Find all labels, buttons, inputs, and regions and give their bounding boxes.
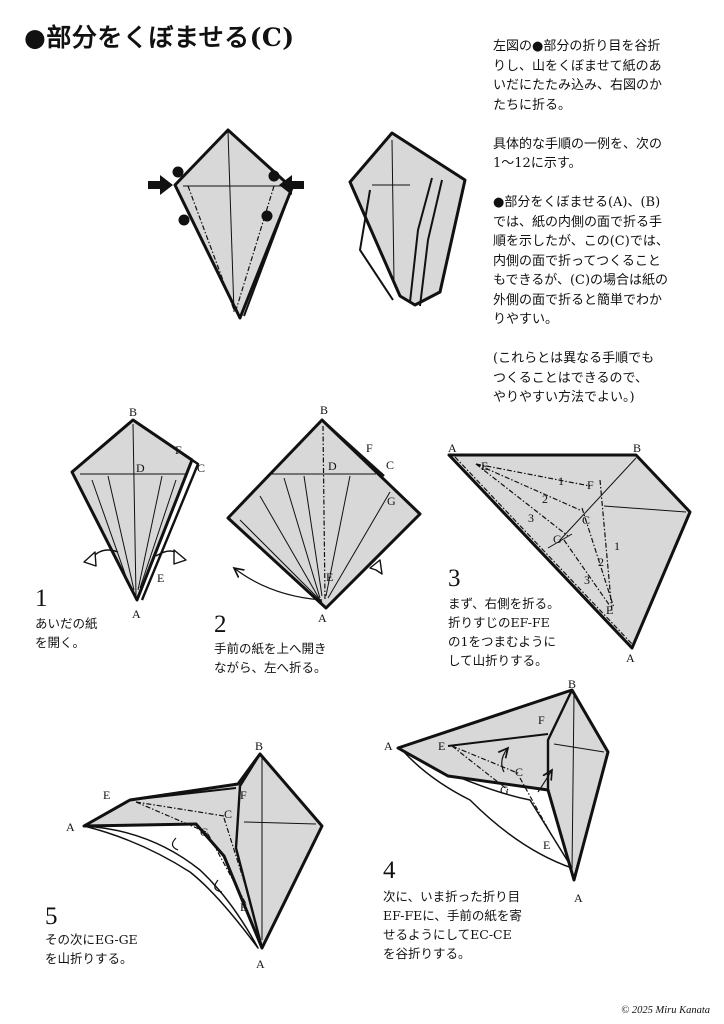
caption-line: して山折りする。 xyxy=(448,653,548,668)
label-c: C xyxy=(386,458,394,472)
intro-line: (これらとは異なる手順でも xyxy=(493,351,655,366)
caption-line: あいだの紙 xyxy=(35,616,98,631)
intro-line: 順を示したが、この(C)では、 xyxy=(493,234,669,249)
fold-number: 1 xyxy=(614,539,620,553)
label-c: C xyxy=(515,765,523,779)
caption-line: まず、右側を折る。 xyxy=(448,596,560,611)
label-d: D xyxy=(328,459,337,473)
intro-text: 左図の●部分の折り目を谷折りし、山をくぼませて紙のあいだにたたみ込み、右図のかた… xyxy=(493,37,669,408)
copyright: © 2025 Miru Kanata xyxy=(621,1005,710,1016)
step-caption: まず、右側を折る。折りすじのEF-FE の1をつまむようにして山折りする。 xyxy=(448,594,560,670)
step-number: 4 xyxy=(383,857,396,884)
fold-number: 2 xyxy=(598,555,604,569)
step-caption: 手前の紙を上へ開きながら、左へ折る。 xyxy=(214,639,327,677)
intro-line: いだにたたみ込み、右図のか xyxy=(493,78,663,93)
figure-step-2 xyxy=(226,418,422,610)
caption-line: を山折りする。 xyxy=(45,951,133,966)
label-e: E xyxy=(438,739,445,753)
intro-line: 内側の面で折ってつくること xyxy=(493,253,661,269)
label-f: F xyxy=(587,478,594,492)
intro-line: りやすい。 xyxy=(493,312,559,327)
label-e: E xyxy=(326,570,333,584)
label-a: A xyxy=(574,891,583,905)
label-b: B xyxy=(568,677,576,691)
caption-line: 次に、いま折った折り目 xyxy=(383,889,521,904)
label-e: E xyxy=(157,571,164,585)
label-c: C xyxy=(224,807,232,821)
fold-number: 3 xyxy=(528,511,534,525)
label-g: G xyxy=(387,494,396,508)
step-number: 1 xyxy=(35,585,48,612)
step-number: 2 xyxy=(214,611,227,638)
caption-line: ながら、左へ折る。 xyxy=(214,660,327,675)
label-e: E xyxy=(606,603,613,617)
caption-line: その次にEG-GE xyxy=(45,932,138,947)
caption-line: の1をつまむように xyxy=(448,634,556,649)
label-a: A xyxy=(132,607,141,621)
intro-line: つくることはできるので、 xyxy=(493,370,648,386)
intro-line: ●部分をくぼませる(A)、(B) xyxy=(493,195,661,210)
figure-step-5 xyxy=(82,752,324,950)
step-number: 5 xyxy=(45,903,58,930)
label-c: C xyxy=(582,513,590,527)
label-e: E xyxy=(481,459,488,473)
label-g: G xyxy=(500,783,509,797)
fold-number: 2 xyxy=(542,492,548,506)
figure-result xyxy=(348,131,467,307)
label-a: A xyxy=(256,957,265,971)
step-number: 3 xyxy=(448,565,461,592)
caption-line: 手前の紙を上へ開き xyxy=(214,641,327,656)
label-c: C xyxy=(197,461,205,475)
label-e: E xyxy=(543,838,550,852)
label-a: A xyxy=(66,820,75,834)
intro-line: 左図の●部分の折り目を谷折 xyxy=(493,39,661,54)
intro-line: りし、山をくぼませて紙のあ xyxy=(493,58,662,74)
intro-line: 外側の面で折ると簡単でわか xyxy=(493,292,663,308)
label-b: B xyxy=(633,441,641,455)
label-a: A xyxy=(626,651,635,665)
caption-line: EF-FEに、手前の紙を寄 xyxy=(383,908,522,923)
step-caption: あいだの紙を開く。 xyxy=(35,614,98,652)
figure-step-1 xyxy=(70,418,200,602)
label-b: B xyxy=(129,405,137,419)
label-b: B xyxy=(255,739,263,753)
fold-number: 1 xyxy=(558,474,564,488)
intro-line: では、紙の内側の面で折る手 xyxy=(493,214,663,230)
intro-line: 具体的な手順の一例を、次の xyxy=(493,136,663,152)
step-caption: 次に、いま折った折り目 EF-FEに、手前の紙を寄せるようにしてEC-CE を谷折り… xyxy=(383,887,522,963)
caption-line: せるようにしてEC-CE xyxy=(383,927,512,942)
label-f: F xyxy=(538,713,545,727)
caption-line: 折りすじのEF-FE xyxy=(448,615,550,630)
figure-step-3 xyxy=(447,453,692,650)
figure-labels: B F C D E A B F C D G E A A B E F C G E … xyxy=(66,403,641,971)
label-a: A xyxy=(384,739,393,753)
page-title: ●部分をくぼませる(C) xyxy=(24,23,295,52)
label-f: F xyxy=(175,443,182,457)
figure-step-4 xyxy=(396,688,610,882)
intro-line: もできるが、(C)の場合は紙の xyxy=(493,273,669,288)
label-g: G xyxy=(553,532,562,546)
fold-number: 3 xyxy=(584,573,590,587)
label-a: A xyxy=(448,441,457,455)
label-g: G xyxy=(200,825,209,839)
label-a: A xyxy=(318,611,327,625)
label-e: E xyxy=(103,788,110,802)
caption-line: を開く。 xyxy=(35,635,86,650)
figure-dots-kite xyxy=(148,128,304,320)
intro-line: 1〜12に示す。 xyxy=(493,156,582,171)
label-d: D xyxy=(136,461,145,475)
intro-line: やりやすい方法でよい。) xyxy=(493,390,635,405)
intro-line: たちに折る。 xyxy=(493,97,572,113)
label-f: F xyxy=(240,788,247,802)
label-f: F xyxy=(366,441,373,455)
step-caption: その次にEG-GE を山折りする。 xyxy=(45,930,138,968)
label-e: E xyxy=(240,900,247,914)
label-b: B xyxy=(320,403,328,417)
caption-line: を谷折りする。 xyxy=(383,946,471,961)
